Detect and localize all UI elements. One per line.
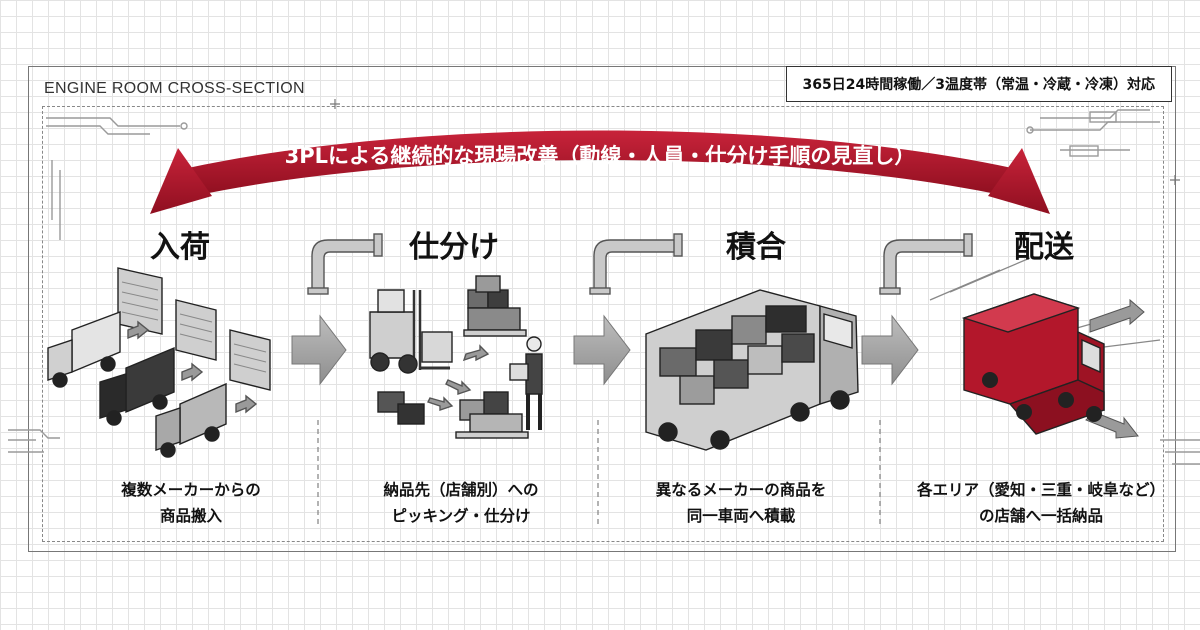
- step-caption-delivery: 各エリア（愛知・三重・岐阜など） の店舗へ一括納品: [906, 478, 1176, 529]
- crosshair-marks: [330, 99, 1180, 185]
- operations-info-box: 365日24時間稼働／3温度帯（常温・冷蔵・冷凍）対応: [785, 66, 1172, 102]
- caption-line: ピッキング・仕分け: [391, 506, 531, 525]
- inner-dashed-frame: [42, 106, 1164, 542]
- step-caption-sorting: 納品先（店舗別）への ピッキング・仕分け: [336, 478, 586, 529]
- improvement-banner-text: 3PLによる継続的な現場改善（動線・人員・仕分け手順の見直し）: [284, 144, 916, 168]
- caption-line: 商品搬入: [159, 506, 222, 525]
- consolidation-illustration: [645, 289, 859, 451]
- caption-line: 納品先（店舗別）への: [383, 481, 539, 499]
- circuit-decoration-right: [1026, 109, 1200, 465]
- step-title-delivery: 配送: [1014, 230, 1074, 265]
- step-title-sorting: 仕分け: [409, 230, 499, 265]
- step-title-consolidation: 積合: [726, 230, 786, 265]
- circuit-decoration-left: [8, 117, 188, 453]
- step-caption-consolidation: 異なるメーカーの商品を 同一車両へ積載: [616, 478, 866, 529]
- pipe-decorations: [307, 233, 973, 295]
- red-improvement-arc-arrow: [150, 130, 1050, 214]
- caption-line: 各エリア（愛知・三重・岐阜など）: [916, 481, 1165, 499]
- delivery-illustration: [929, 257, 1161, 439]
- caption-line: 同一車両へ積載: [686, 506, 796, 525]
- sorting-illustration: [369, 275, 543, 439]
- receiving-illustration: [47, 267, 271, 458]
- flow-arrows: [291, 314, 919, 386]
- step-caption-receiving: 複数メーカーからの 商品搬入: [66, 478, 316, 529]
- caption-line: 複数メーカーからの: [121, 481, 261, 499]
- caption-line: の店舗へ一括納品: [978, 506, 1103, 525]
- step-title-receiving: 入荷: [150, 230, 210, 265]
- caption-line: 異なるメーカーの商品を: [655, 481, 827, 499]
- section-header-label: ENGINE ROOM CROSS-SECTION: [44, 80, 305, 97]
- outer-frame: [28, 66, 1176, 552]
